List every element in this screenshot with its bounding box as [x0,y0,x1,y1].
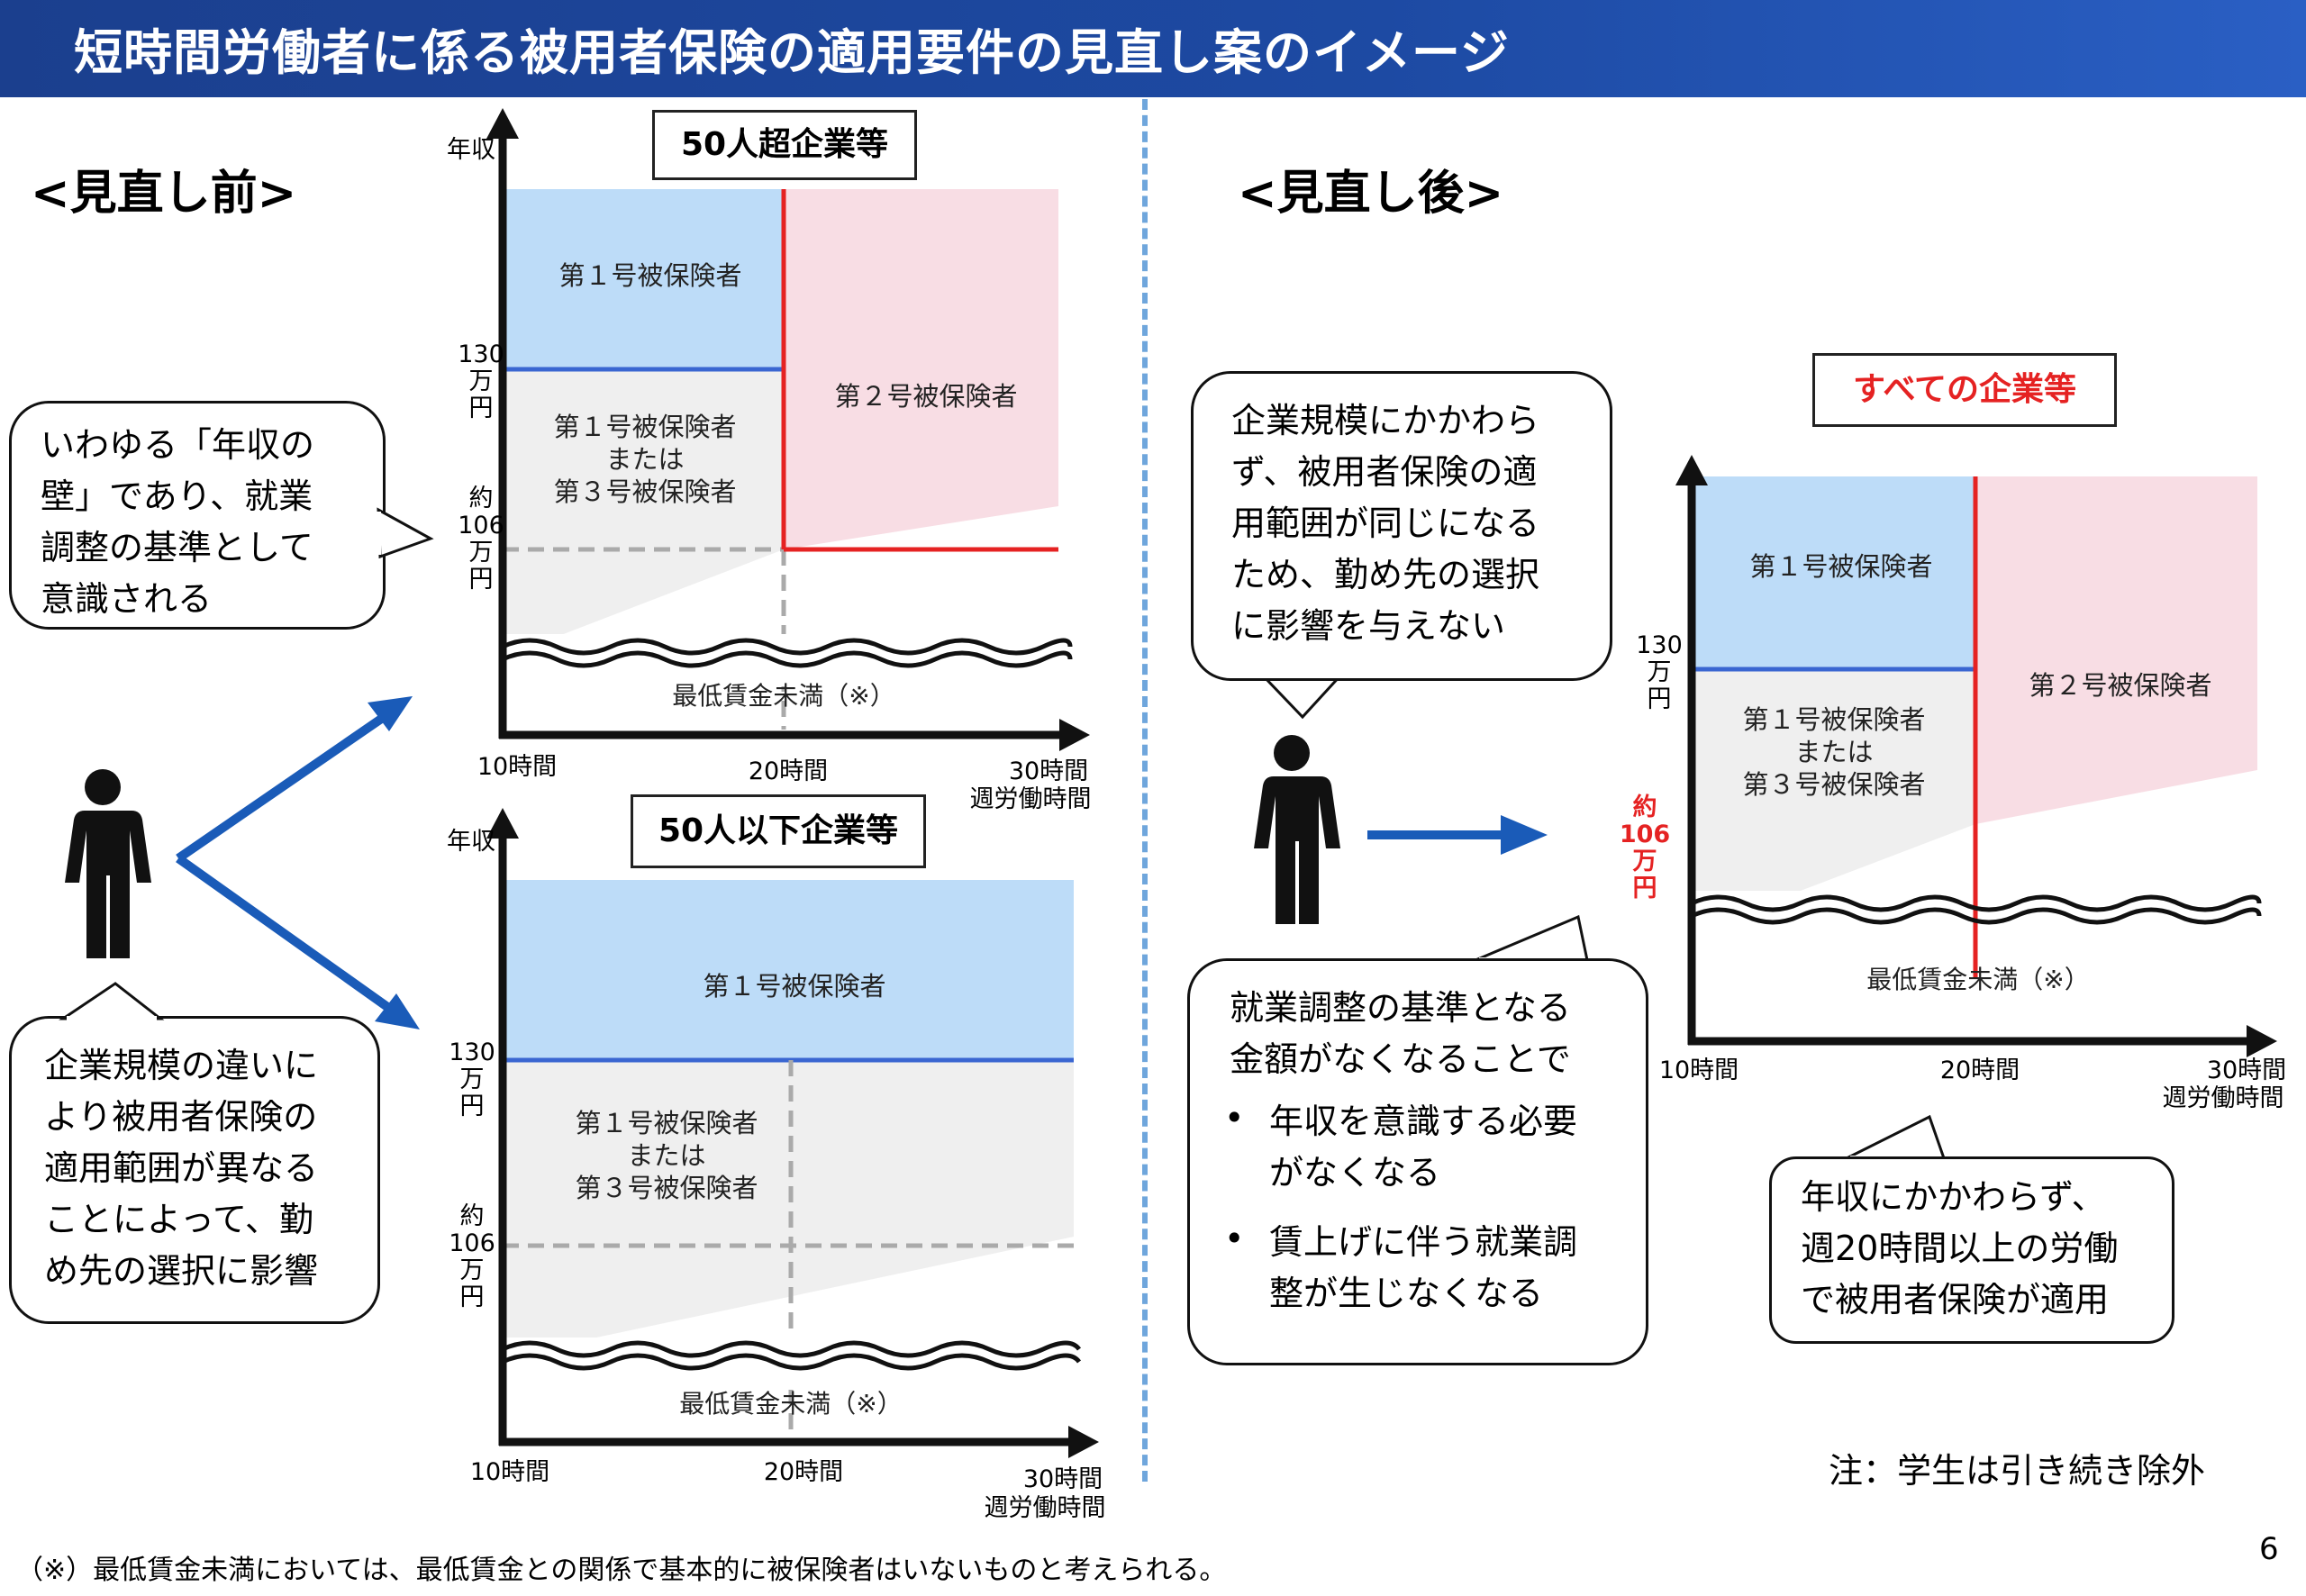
y-axis-label: 年収 [447,828,495,856]
label-min-wage: 最低賃金未満（※） [672,681,894,711]
x-axis-label: 週労働時間 [985,1494,1106,1522]
x-axis-label: 週労働時間 [970,785,1092,811]
page-number: 6 [2259,1531,2279,1567]
break-wave-bottom [501,1353,1082,1371]
x-axis-arrow [1068,1426,1099,1458]
x-axis-arrow [2247,1025,2277,1057]
tick-20h: 20時間 [764,1458,843,1486]
bubble-after-scale-text: 企業規模にかかわら ず、被用者保険の適 用範囲が同じになる ため、勤め先の選択 … [1231,401,1540,646]
tick-20h: 20時間 [749,757,828,785]
bubble-after-adjust-lead: 就業調整の基準となる 金額がなくなることで [1230,988,1571,1079]
region-type2 [1975,476,2257,824]
break-band [503,634,1070,686]
label-type1or3: 第１号被保険者または第３号被保険者 [575,1108,758,1203]
bubble-income-wall-text: いわゆる「年収の 壁」であり、就業 調整の基準として 意識される [41,425,315,619]
bubble-tail-after-adjust [1475,914,1589,962]
break-wave-top [501,638,1073,656]
region-type2 [784,189,1058,549]
tick-30h: 30時間 [1009,757,1088,785]
bullet-dot-1: • [1224,1098,1245,1138]
label-min-wage: 最低賃金未満（※） [1866,965,2089,994]
x-axis-label: 週労働時間 [2163,1084,2284,1112]
region-type1 [503,189,784,369]
page-title: 短時間労働者に係る被用者保険の適用要件の見直し案のイメージ [74,24,1510,81]
region-type1 [1692,476,1975,669]
label-type1: 第１号被保険者 [703,971,885,1002]
bubble-tail-scale [59,982,165,1020]
region-type1 [503,880,1074,1060]
forward-arrow [1367,815,1548,855]
person-icon-after [1254,735,1340,924]
y-axis-arrow [1675,455,1708,485]
label-type1or3: 第１号被保険者または第３号被保険者 [1742,704,1925,800]
section-divider [1142,99,1148,1482]
bubble-after-adjust: 就業調整の基準となる 金額がなくなることで • 年収を意識する必要 がなくなる … [1187,958,1648,1365]
tag-large-company: 50人超企業等 [652,110,917,180]
bullet-dot-2: • [1224,1219,1245,1258]
y-axis-arrow [486,808,519,839]
label-type1: 第１号被保険者 [1749,551,1932,582]
branch-arrows [176,696,420,1029]
tag-small-company: 50人以下企業等 [631,794,926,868]
bubble-company-size-text: 企業規模の違いに より被用者保険の 適用範囲が異なる ことによって、勤 め先の選… [44,1046,319,1291]
break-wave-bottom [1690,907,2262,925]
bubble-tail-wall [377,507,434,559]
label-type2: 第２号被保険者 [834,381,1017,412]
tick-10h: 10時間 [477,753,557,781]
label-type1: 第１号被保険者 [558,260,741,291]
bubble-after-adjust-item-1: 年収を意識する必要 がなくなる [1269,1102,1578,1192]
bubble-after-adjust-item-2: 賃上げに伴う就業調 整が生じなくなる [1269,1222,1578,1313]
y-axis-label: 年収 [447,136,495,164]
label-type1or3: 第１号被保険者または第３号被保険者 [553,412,736,507]
tag-all-companies: すべての企業等 [1812,353,2117,427]
tick-10h: 10時間 [1659,1056,1739,1084]
after-heading: <見直し後> [1238,167,1504,221]
break-wave-top [1690,894,2262,912]
bubble-after-apply: 年収にかかわらず、 週20時間以上の労働 で被用者保険が適用 [1769,1156,2174,1344]
bubble-income-wall: いわゆる「年収の 壁」であり、就業 調整の基準として 意識される [9,401,386,630]
break-wave-top [501,1340,1082,1358]
bubble-after-apply-text: 年収にかかわらず、 週20時間以上の労働 で被用者保険が適用 [1801,1177,2119,1319]
bubble-after-scale: 企業規模にかかわら ず、被用者保険の適 用範囲が同じになる ため、勤め先の選択 … [1191,371,1612,681]
bubble-company-size: 企業規模の違いに より被用者保険の 適用範囲が異なる ことによって、勤 め先の選… [9,1016,380,1324]
break-wave-bottom [501,650,1073,668]
y-axis-arrow [486,108,519,139]
x-axis-arrow [1059,719,1090,751]
tick-20h: 20時間 [1940,1056,2020,1084]
tick-10h: 10時間 [470,1458,549,1486]
footnote: （※）最低賃金未満においては、最低賃金との関係で基本的に被保険者はいないものと考… [16,1555,1227,1586]
label-min-wage: 最低賃金未満（※） [679,1389,902,1419]
title-bar [0,0,2306,97]
student-note: 注：学生は引き続き除外 [1829,1451,2206,1491]
tick-30h: 30時間 [1023,1465,1103,1493]
tick-30h: 30時間 [2207,1056,2286,1084]
label-type2: 第２号被保険者 [2029,670,2211,701]
person-icon-before [65,769,151,958]
before-heading: <見直し前> [31,167,297,221]
